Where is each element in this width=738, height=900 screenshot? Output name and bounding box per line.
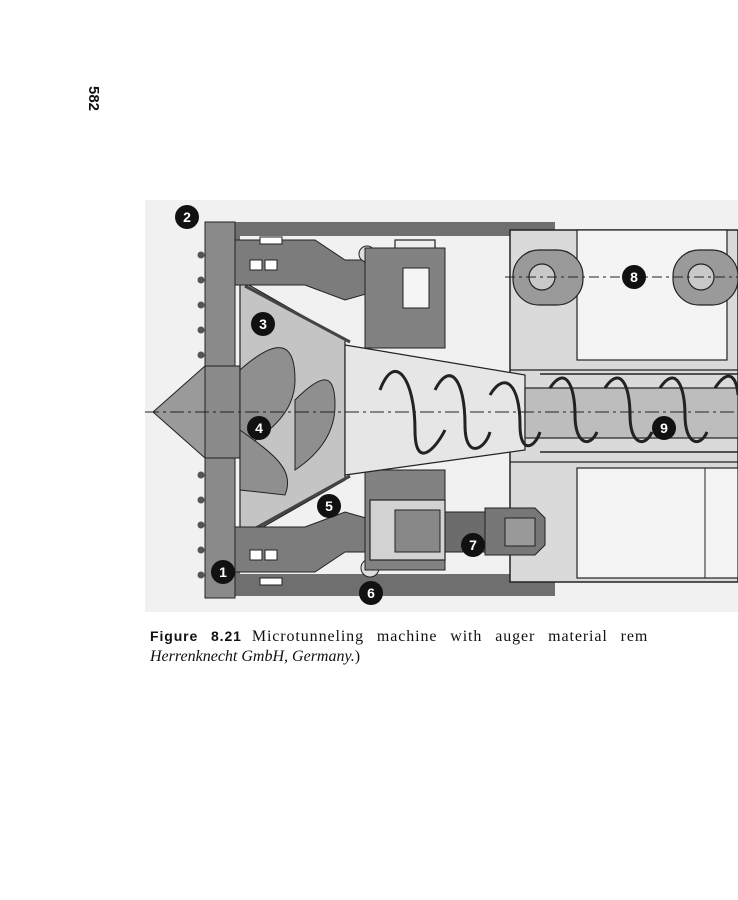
cutter-teeth xyxy=(197,251,205,579)
shell-bottom xyxy=(205,562,555,596)
callout-4-label: 4 xyxy=(255,420,263,436)
callout-5-label: 5 xyxy=(325,498,333,514)
page-number: 582 xyxy=(80,80,108,116)
callout-5: 5 xyxy=(317,494,341,518)
callout-9-label: 9 xyxy=(660,420,668,436)
caption-line-1: Figure 8.21 Microtunneling machine with a… xyxy=(150,626,738,647)
callout-8-label: 8 xyxy=(630,269,638,285)
callout-2: 2 xyxy=(175,205,199,229)
callout-2-label: 2 xyxy=(183,209,191,225)
callout-1: 1 xyxy=(211,560,235,584)
machine-diagram: 1 2 3 4 5 6 7 8 xyxy=(145,200,738,612)
page-number-text: 582 xyxy=(85,85,103,111)
callout-3: 3 xyxy=(251,312,275,336)
caption-text: Microtunneling machine with auger materi… xyxy=(251,628,649,645)
caption-credit: Herrenknecht GmbH, Germany. xyxy=(150,648,355,665)
drive-motor xyxy=(369,499,546,561)
shell-top xyxy=(205,222,555,248)
figure-microtunneling-machine: 1 2 3 4 5 6 7 8 xyxy=(145,200,738,612)
callout-9: 9 xyxy=(652,416,676,440)
auger-flights xyxy=(378,370,738,455)
auger-inlet xyxy=(344,344,526,476)
caption-line-2: Herrenknecht GmbH, Germany.) xyxy=(150,647,738,667)
figure-label: Figure 8.21 xyxy=(150,628,242,644)
callout-4: 4 xyxy=(247,416,271,440)
figure-caption: Figure 8.21 Microtunneling machine with a… xyxy=(150,626,738,667)
callout-7: 7 xyxy=(461,533,485,557)
steering-cylinder xyxy=(505,229,738,361)
callout-8: 8 xyxy=(622,265,646,289)
callout-1-label: 1 xyxy=(219,564,227,580)
caption-credit-close: ) xyxy=(354,648,361,665)
callout-6-label: 6 xyxy=(367,585,375,601)
callout-7-label: 7 xyxy=(469,537,477,553)
callout-6: 6 xyxy=(359,581,383,605)
callout-3-label: 3 xyxy=(259,316,267,332)
